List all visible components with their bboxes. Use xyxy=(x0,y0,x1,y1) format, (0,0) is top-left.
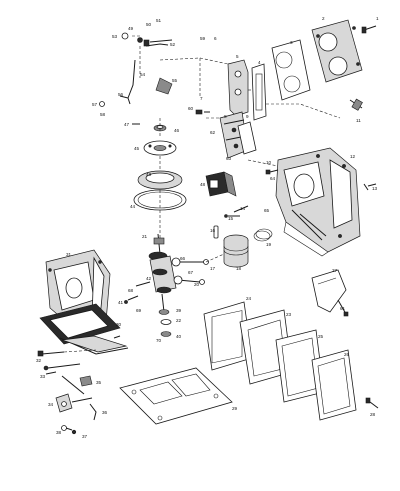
callout-44: 44 xyxy=(130,204,136,209)
callout-68: 68 xyxy=(128,288,134,293)
callout-22: 22 xyxy=(176,318,182,323)
crankshaft-assembly xyxy=(124,205,273,337)
reed-block xyxy=(195,109,279,167)
callout-59: 59 xyxy=(200,36,206,41)
callout-11: 11 xyxy=(356,118,361,123)
callout-62: 62 xyxy=(210,130,216,135)
callout-64: 64 xyxy=(270,176,276,181)
callout-48: 48 xyxy=(200,182,206,187)
callout-25: 25 xyxy=(318,334,324,339)
callout-8: 8 xyxy=(224,114,227,119)
callout-12: 12 xyxy=(350,154,356,159)
callout-43: 43 xyxy=(146,172,152,177)
callout-20: 20 xyxy=(194,282,200,287)
callout-37: 37 xyxy=(82,434,88,439)
callout-50: 50 xyxy=(146,22,152,27)
callout-61: 61 xyxy=(340,306,346,311)
callout-69: 69 xyxy=(136,308,142,313)
callout-38: 38 xyxy=(56,430,62,435)
link-rod-assembly xyxy=(99,32,173,107)
lower-crankcase xyxy=(37,249,129,357)
callout-21: 21 xyxy=(142,234,148,239)
callout-63: 63 xyxy=(226,156,232,161)
callout-55: 55 xyxy=(172,78,178,83)
callout-24: 24 xyxy=(246,296,252,301)
callout-6: 6 xyxy=(214,36,217,41)
callout-70: 70 xyxy=(156,338,162,343)
callout-33: 33 xyxy=(40,374,46,379)
callout-41: 41 xyxy=(118,300,124,305)
callout-32: 32 xyxy=(36,358,42,363)
callout-13: 13 xyxy=(372,186,378,191)
callout-57: 57 xyxy=(92,102,98,107)
callout-46: 46 xyxy=(174,128,180,133)
callout-18: 18 xyxy=(236,266,242,271)
callout-labels: 1 2 3 4 5 6 7 8 9 10 11 12 13 14 15 16 1… xyxy=(36,16,379,439)
callout-30: 30 xyxy=(116,322,122,327)
callout-39: 39 xyxy=(176,308,182,313)
exhaust-cover xyxy=(311,269,349,317)
callout-47: 47 xyxy=(124,122,130,127)
callout-67: 67 xyxy=(188,270,194,275)
callout-40: 40 xyxy=(176,334,182,339)
callout-35: 35 xyxy=(96,380,102,385)
callout-15: 15 xyxy=(228,216,234,221)
callout-10: 10 xyxy=(266,160,272,165)
callout-56: 56 xyxy=(118,92,124,97)
callout-49: 49 xyxy=(128,26,134,31)
callout-65: 65 xyxy=(264,208,270,213)
callout-42: 42 xyxy=(146,276,152,281)
callout-7: 7 xyxy=(200,96,203,101)
callout-54: 54 xyxy=(140,72,146,77)
callout-26: 26 xyxy=(344,352,350,357)
callout-34: 34 xyxy=(48,402,54,407)
callout-52: 52 xyxy=(170,42,176,47)
callout-45: 45 xyxy=(134,146,140,151)
throttle-linkage xyxy=(43,363,97,435)
callout-60: 60 xyxy=(188,106,194,111)
callout-23: 23 xyxy=(286,312,292,317)
callout-36: 36 xyxy=(102,410,108,415)
callout-16: 16 xyxy=(210,228,216,233)
callout-51: 51 xyxy=(156,18,162,23)
cylinder-cover-parts xyxy=(159,19,377,121)
callout-53: 53 xyxy=(112,34,118,39)
callout-31: 31 xyxy=(66,252,72,257)
callout-19: 19 xyxy=(266,242,272,247)
callout-2: 2 xyxy=(322,16,325,21)
callout-58: 58 xyxy=(100,112,106,117)
callout-9: 9 xyxy=(246,114,249,119)
callout-3: 3 xyxy=(290,40,293,45)
callout-4: 4 xyxy=(258,60,261,65)
callout-27: 27 xyxy=(332,268,338,273)
callout-14: 14 xyxy=(240,206,246,211)
crankcase-block xyxy=(265,147,377,257)
flywheel-stack xyxy=(132,118,187,240)
callout-29: 29 xyxy=(232,406,238,411)
gasket-set xyxy=(119,301,379,425)
callout-1: 1 xyxy=(376,16,379,21)
callout-66: 66 xyxy=(180,256,186,261)
callout-17: 17 xyxy=(210,266,216,271)
callout-5: 5 xyxy=(236,54,239,59)
callout-28: 28 xyxy=(370,412,376,417)
coil-module xyxy=(205,171,237,197)
